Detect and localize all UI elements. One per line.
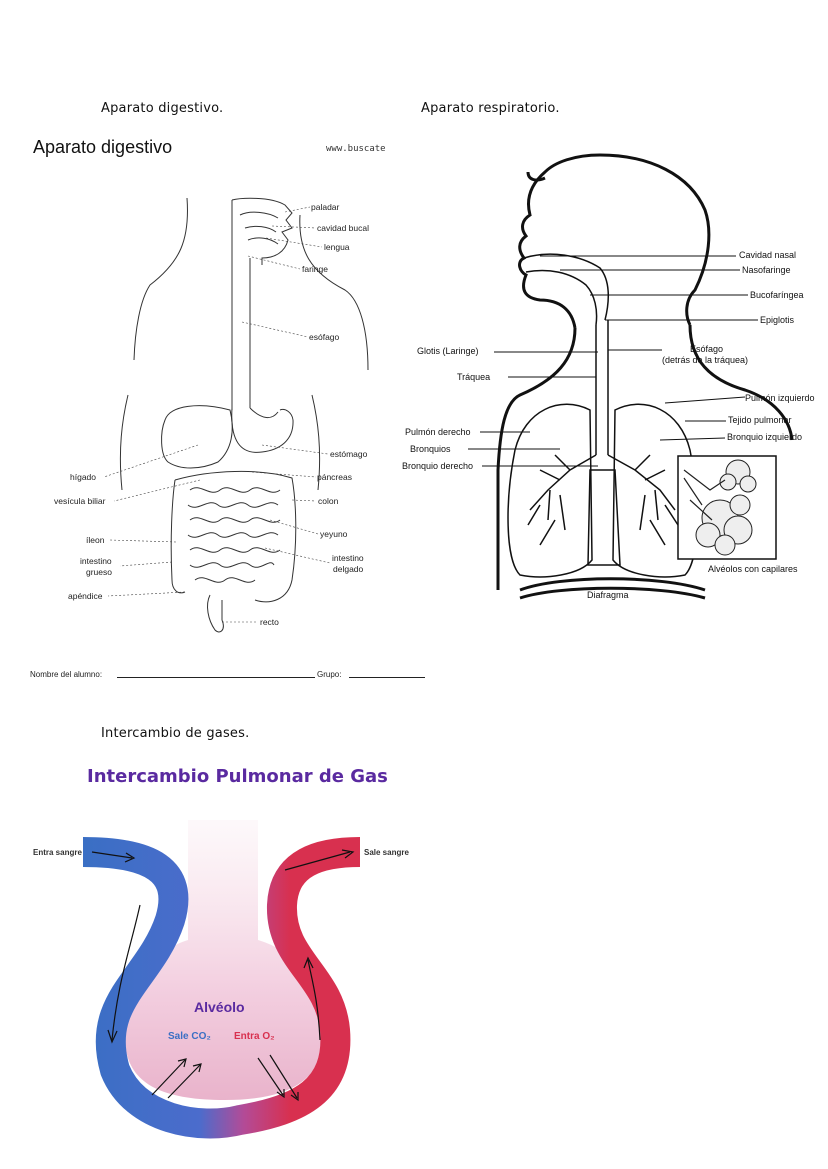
label-intestino-grueso-2: grueso xyxy=(86,567,112,577)
label-yeyuno: yeyuno xyxy=(320,529,348,539)
digestive-section-header: Aparato digestivo. xyxy=(101,101,224,116)
mouth-head xyxy=(231,197,293,265)
label-apendice: apéndice xyxy=(68,591,103,601)
liver-shape xyxy=(161,405,233,469)
colon-shape xyxy=(170,470,297,603)
group-label: Grupo: xyxy=(317,670,342,679)
label-vesicula: vesícula biliar xyxy=(54,496,106,506)
label-sale-sangre: Sale sangre xyxy=(364,848,409,857)
body-outline xyxy=(133,197,369,371)
label-entra-sangre: Entra sangre xyxy=(33,848,82,857)
label-bucofaringea: Bucofaríngea xyxy=(750,290,804,300)
heart-space xyxy=(587,469,621,566)
label-pancreas: páncreas xyxy=(317,472,352,482)
label-cavidad-nasal: Cavidad nasal xyxy=(739,250,797,260)
label-lengua: lengua xyxy=(324,242,350,252)
small-intestine xyxy=(187,487,281,583)
label-nasofaringe: Nasofaringe xyxy=(742,265,791,275)
label-estomago: estómago xyxy=(330,449,368,459)
label-bronquio-izquierdo: Bronquio izquierdo xyxy=(727,432,803,442)
label-pulmon-izquierdo: Pulmón izquierdo xyxy=(745,393,815,403)
torso-outline xyxy=(496,324,794,590)
digestive-diagram-title: Aparato digestivo xyxy=(33,137,173,157)
esophagus xyxy=(231,200,251,410)
label-bronquios: Bronquios xyxy=(410,444,451,454)
label-bronquio-derecho: Bronquio derecho xyxy=(402,461,474,471)
student-name-line[interactable] xyxy=(117,677,315,678)
alveolus-shape xyxy=(124,820,324,1100)
label-diafragma: Diafragma xyxy=(587,590,629,600)
label-ileon: íleon xyxy=(86,535,105,545)
blood-capillary xyxy=(82,837,361,1139)
respiratory-section-header: Aparato respiratorio. xyxy=(421,101,560,116)
label-glotis: Glotis (Laringe) xyxy=(417,346,479,356)
label-pulmon-derecho: Pulmón derecho xyxy=(405,427,471,437)
label-cavidad-bucal: cavidad bucal xyxy=(317,223,369,233)
bronchi-right xyxy=(527,454,597,546)
label-esofago: esófago xyxy=(309,332,340,342)
label-higado: hígado xyxy=(70,472,96,482)
label-colon: colon xyxy=(318,496,339,506)
label-intestino-delgado-2: delgado xyxy=(333,564,364,574)
label-recto: recto xyxy=(260,617,279,627)
label-esofago-resp-1: Esófago xyxy=(690,344,724,354)
label-alveolos-capilares: Alvéolos con capilares xyxy=(708,564,798,574)
nasal-cavity xyxy=(523,253,610,326)
digestive-diagram xyxy=(103,197,369,633)
label-alveolo: Alvéolo xyxy=(194,999,245,1015)
label-entra-o2: Entra O₂ xyxy=(234,1031,275,1042)
group-line[interactable] xyxy=(349,677,425,678)
digestive-source-url: www.buscate xyxy=(326,144,386,154)
label-esofago-resp-2: (detrás de la tráquea) xyxy=(662,355,749,365)
rectum-shape xyxy=(207,594,224,633)
respiratory-diagram xyxy=(468,153,794,600)
label-tejido-pulmonar: Tejido pulmonar xyxy=(728,415,792,425)
gas-exchange-title: Intercambio Pulmonar de Gas xyxy=(87,766,388,787)
head-outline xyxy=(518,153,711,329)
label-faringe: faringe xyxy=(302,264,328,274)
student-name-label: Nombre del alumno: xyxy=(30,670,103,679)
label-epiglotis: Epiglotis xyxy=(760,315,795,325)
label-intestino-grueso-1: intestino xyxy=(80,556,112,566)
label-intestino-delgado-1: intestino xyxy=(332,553,364,563)
label-sale-co2: Sale CO₂ xyxy=(168,1031,211,1042)
stomach-shape xyxy=(231,407,294,453)
label-traquea: Tráquea xyxy=(457,372,491,382)
bronchi-left xyxy=(607,454,679,546)
trachea-tubes xyxy=(595,320,609,455)
right-lung xyxy=(507,403,593,578)
exchange-section-header: Intercambio de gases. xyxy=(101,726,250,741)
label-paladar: paladar xyxy=(311,202,340,212)
